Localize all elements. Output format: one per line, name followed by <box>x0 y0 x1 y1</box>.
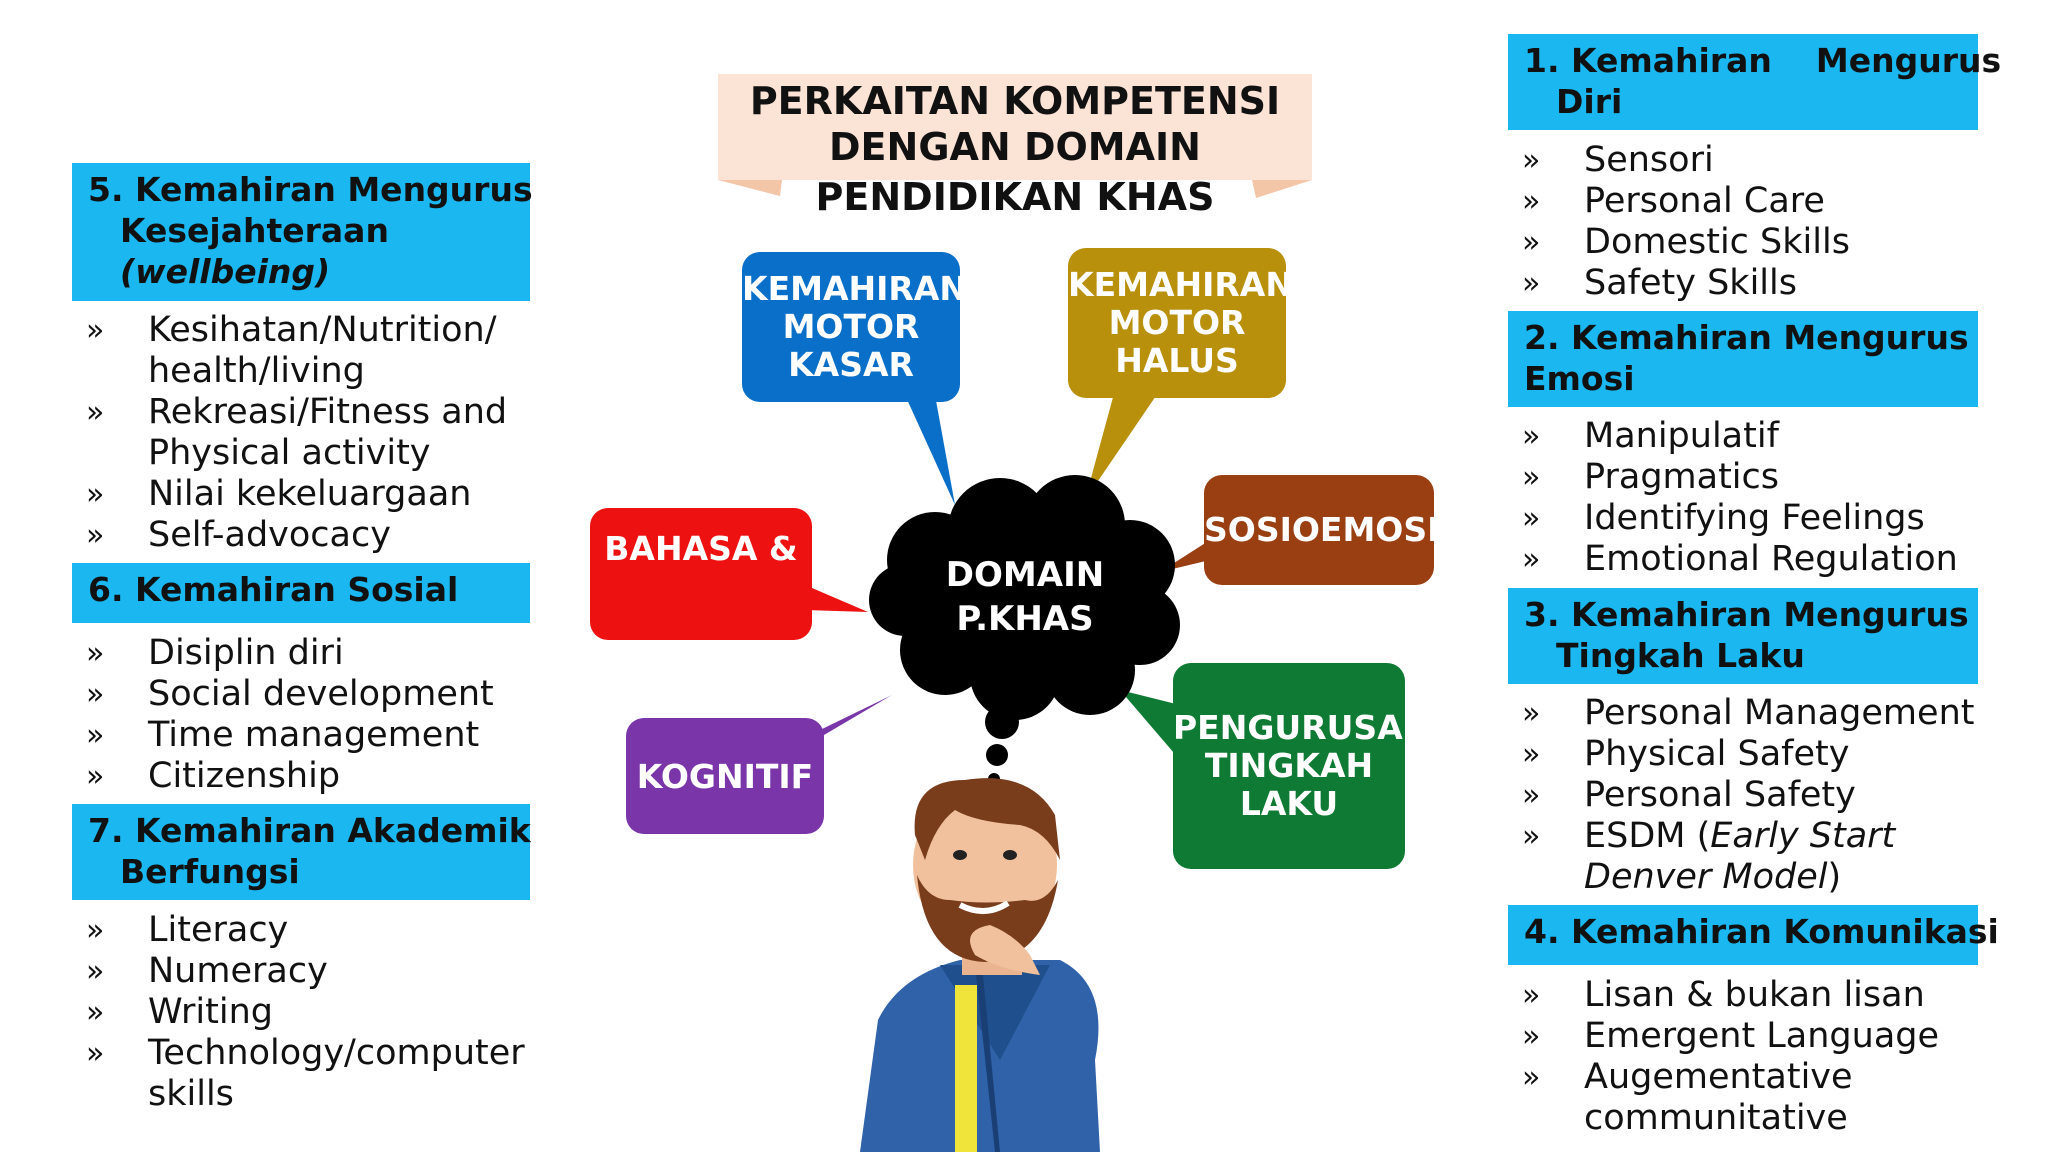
section-5-header: 5. Kemahiran Mengurus Kesejahteraan (wel… <box>72 163 533 301</box>
motor-kasar-tail <box>905 395 955 505</box>
list-item: »Citizenship <box>86 756 341 796</box>
section-3-title: 3. Kemahiran Mengurus <box>1524 595 1969 634</box>
thinking-man-illustration <box>860 778 1100 1152</box>
list-item: »Kesihatan/Nutrition/health/living <box>86 310 497 391</box>
list-item: »Literacy <box>86 910 289 950</box>
list-item: »Social development <box>86 674 494 714</box>
list-item: »Personal Management <box>1522 693 1975 733</box>
list-item: »Lisan & bukan lisan <box>1522 975 1925 1015</box>
list-item: »Writing <box>86 992 273 1032</box>
section-3-list: »Personal Management »Physical Safety »P… <box>1508 693 2028 898</box>
list-item: »Disiplin diri <box>86 633 344 673</box>
list-item: »Sensori <box>1522 140 1714 180</box>
section-4-list: »Lisan & bukan lisan »Emergent Language … <box>1508 975 1988 1139</box>
list-item: »Nilai kekeluargaan <box>86 474 472 514</box>
bubble-motor-kasar: KEMAHIRAN MOTOR KASAR <box>742 252 960 402</box>
list-item: »Numeracy <box>86 951 328 991</box>
section-2-header: 2. Kemahiran Mengurus Emosi <box>1508 311 1978 407</box>
section-7-list: »Literacy »Numeracy »Writing »Technology… <box>72 910 542 1115</box>
bubble-kognitif: KOGNITIF <box>626 718 824 834</box>
section-1-list: »Sensori »Personal Care »Domestic Skills… <box>1508 140 1988 304</box>
section-2-title-line2: Emosi <box>1524 359 1635 398</box>
section-1-title-line2: Diri <box>1556 82 1623 121</box>
list-item: »Identifying Feelings <box>1522 498 1925 538</box>
bubble-sosioemosi: SOSIOEMOSI <box>1204 475 1434 585</box>
list-item: »Physical Safety <box>1522 734 1850 774</box>
diagram-title-line3: PENDIDIKAN KHAS <box>815 175 1215 219</box>
section-3-title-line2: Tingkah Laku <box>1556 636 1805 675</box>
section-5-title-line2: Kesejahteraan <box>120 211 389 250</box>
tingkah-laku-tail <box>1120 690 1180 760</box>
thought-dot-large <box>985 705 1019 739</box>
list-item: »Personal Care <box>1522 181 1825 221</box>
section-7-header: 7. Kemahiran Akademik Berfungsi <box>72 804 531 900</box>
section-6-title: 6. Kemahiran Sosial <box>88 570 459 609</box>
thought-dot-medium <box>986 744 1008 766</box>
section-7-title-line2: Berfungsi <box>120 852 300 891</box>
bubble-tingkah-laku: PENGURUSAN TINGKAH LAKU <box>1173 663 1405 869</box>
bubble-motor-halus: KEMAHIRAN MOTOR HALUS <box>1068 248 1286 398</box>
section-4-header: 4. Kemahiran Komunikasi <box>1508 905 1999 965</box>
diagram-title: PERKAITAN KOMPETENSI DENGAN DOMAIN <box>718 74 1312 180</box>
banner-right-tail <box>1252 180 1312 198</box>
section-2-list: »Manipulatif »Pragmatics »Identifying Fe… <box>1508 416 1988 580</box>
list-item: »Safety Skills <box>1522 263 1797 303</box>
section-5-title: 5. Kemahiran Mengurus <box>88 170 533 209</box>
banner-left-tail <box>718 180 782 196</box>
section-4-title: 4. Kemahiran Komunikasi <box>1524 912 1999 951</box>
bahasa-tail <box>805 585 868 612</box>
bubble-bahasa: BAHASA & <box>590 508 812 640</box>
list-item: »Time management <box>86 715 480 755</box>
domain-cloud <box>869 475 1180 720</box>
list-item: »Manipulatif <box>1522 416 1779 456</box>
list-item: »Self-advocacy <box>86 515 391 555</box>
section-3-header: 3. Kemahiran Mengurus Tingkah Laku <box>1508 588 1978 684</box>
list-item: »Emotional Regulation <box>1522 539 1958 579</box>
section-5-list: »Kesihatan/Nutrition/health/living »Rekr… <box>72 310 542 556</box>
section-7-title: 7. Kemahiran Akademik <box>88 811 531 850</box>
motor-halus-tail <box>1085 390 1160 500</box>
section-5-title-line3: (wellbeing) <box>120 252 331 291</box>
list-item: »Pragmatics <box>1522 457 1780 497</box>
list-item: »Personal Safety <box>1522 775 1856 815</box>
list-item: »Domestic Skills <box>1522 222 1850 262</box>
section-2-title: 2. Kemahiran Mengurus <box>1524 318 1969 357</box>
list-item: »Emergent Language <box>1522 1016 1940 1056</box>
section-6-list: »Disiplin diri »Social development »Time… <box>72 633 542 797</box>
domain-label: DOMAIN P.KHAS <box>945 555 1105 639</box>
section-6-header: 6. Kemahiran Sosial <box>72 563 530 623</box>
